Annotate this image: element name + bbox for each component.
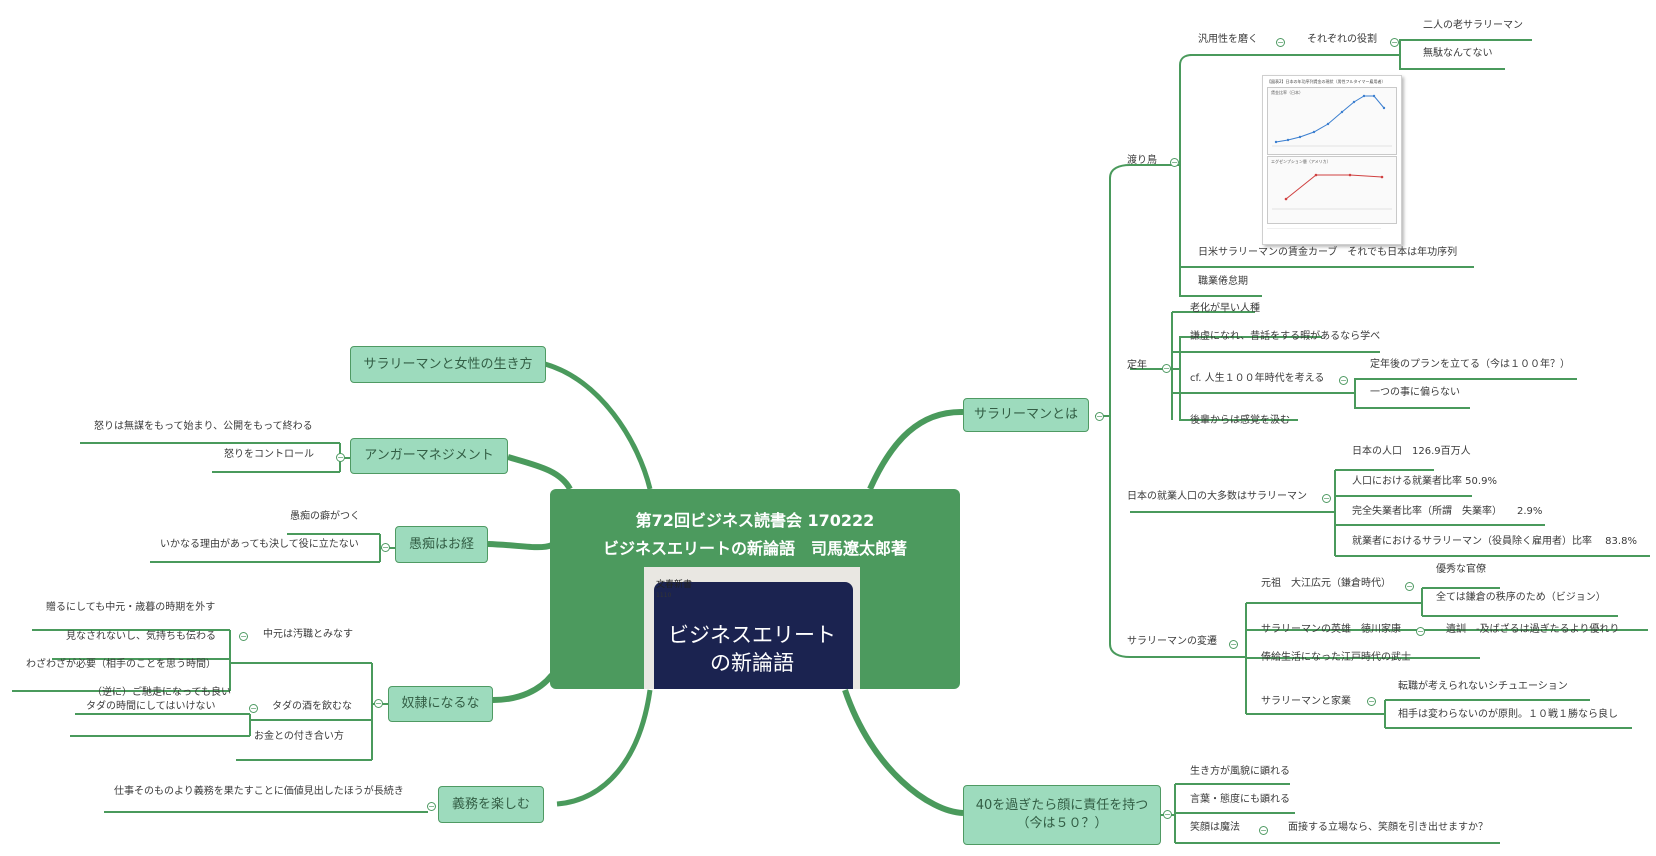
thumb-footnote: …………………………………………………………………………………………………… — [1267, 226, 1381, 230]
collapse-icon[interactable]: − — [1095, 412, 1104, 421]
collapse-icon[interactable]: − — [1259, 826, 1268, 835]
jinko-item-1[interactable]: 日本の人口 126.9百万人 — [1352, 446, 1471, 457]
waza-label[interactable]: わざわざが必要（相手のことを思う時間） — [26, 659, 216, 670]
chugen-label[interactable]: 中元は汚職とみなす — [263, 629, 353, 640]
topic-salaryman-label: サラリーマンとは — [973, 407, 1078, 422]
okuru-label[interactable]: 贈るにしても中元・歳暮の時期を外す — [46, 602, 216, 613]
topic-kao[interactable]: 40を過ぎたら顔に責任を持つ （今は５０？） — [963, 785, 1161, 845]
ikikata-label[interactable]: 生き方が風貌に顕れる — [1190, 766, 1290, 777]
horoku-label[interactable]: 俸給生活になった江戸時代の武士 — [1261, 652, 1411, 663]
collapse-icon[interactable]: − — [1390, 38, 1399, 47]
cover-title-1: ビジネスエリート — [668, 623, 836, 647]
collapse-icon[interactable]: − — [239, 632, 248, 641]
collapse-icon[interactable]: − — [381, 543, 390, 552]
teinen-label[interactable]: 定年 — [1127, 360, 1147, 371]
cover-title-2: の新論語 — [710, 651, 794, 675]
book-cover-card — [654, 582, 853, 689]
collapse-icon[interactable]: − — [1322, 494, 1331, 503]
gengo-label[interactable]: 言葉・態度にも顕れる — [1190, 794, 1290, 805]
topic-kao-line2: （今は５０？） — [1016, 816, 1108, 831]
tada-label[interactable]: タダの酒を飲むな — [272, 701, 352, 712]
thumb-line-blue — [1272, 94, 1392, 147]
collapse-icon[interactable]: − — [1276, 38, 1285, 47]
egao-label[interactable]: 笑顔は魔法 — [1190, 822, 1240, 833]
ninin-label[interactable]: 二人の老サラリーマン — [1423, 20, 1523, 31]
jinko-item-2[interactable]: 人口における就業者比率 50.9% — [1352, 476, 1497, 487]
collapse-icon[interactable]: − — [249, 704, 258, 713]
chart-caption[interactable]: 日米サラリーマンの賃金カーブ それでも日本は年功序列 — [1198, 247, 1458, 258]
collapse-icon[interactable]: − — [336, 453, 345, 462]
shigoto-label[interactable]: 仕事そのものより義務を果たすことに価値見出したほうが長続き — [114, 786, 404, 797]
topic-gimu[interactable]: 義務を楽しむ — [438, 786, 544, 823]
taidan-label[interactable]: 職業倦怠期 — [1198, 276, 1248, 287]
central-title-line1: 第72回ビジネス読書会 170222 — [635, 511, 875, 530]
collapse-icon[interactable]: − — [1339, 376, 1348, 385]
topic-guchi-label: 愚痴はお経 — [408, 536, 474, 552]
topic-salaryman[interactable]: サラリーマンとは — [963, 398, 1089, 432]
kaisha-label[interactable]: サラリーマンと家業 — [1261, 696, 1351, 707]
kenkyo-label[interactable]: 謙虚になれ、昔話をする暇があるなら学べ — [1190, 331, 1381, 342]
jinko-item-4[interactable]: 就業者におけるサラリーマン（役員除く雇用者）比率 83.8% — [1352, 536, 1637, 547]
yakuwari-label[interactable]: それぞれの役割 — [1307, 34, 1377, 45]
control-label[interactable]: 怒りをコントロール — [224, 449, 314, 460]
thumb-line-red — [1272, 173, 1392, 210]
minasare-label[interactable]: 見なされないし、気持ちも伝わる — [66, 631, 216, 642]
thumb-header: 【図表2】日本の年功序列賃金の現状（男性フルタイマー雇用者） — [1267, 79, 1386, 84]
topic-dorei-label: 奴隷になるな — [401, 696, 480, 711]
topic-anger-label: アンガーマネジメント — [364, 448, 494, 463]
hensen-label[interactable]: サラリーマンの変遷 — [1127, 636, 1217, 647]
mensetsu-label[interactable]: 面接する立場なら、笑顔を引き出せますか？ — [1288, 822, 1488, 833]
thumb-panel2-title: エグゼンプション層（アメリカ） — [1271, 159, 1331, 164]
topic-dorei[interactable]: 奴隷になるな — [388, 686, 493, 722]
cover-publisher: 文春新書 — [656, 580, 693, 590]
collapse-icon[interactable]: − — [1405, 582, 1414, 591]
collapse-icon[interactable]: − — [1163, 810, 1172, 819]
thumb-panel-japan: 賃金比率（日本） — [1267, 87, 1397, 155]
riyuu-label[interactable]: いかなる理由があっても決して役に立たない — [160, 539, 359, 550]
gyaku-label[interactable]: （逆に）ご馳走になっても良い — [92, 687, 231, 698]
aite-label[interactable]: 相手は変わらないのが原則。１０戦１勝なら良し — [1398, 709, 1618, 720]
jinko-label[interactable]: 日本の就業人口の大多数はサラリーマン — [1127, 491, 1307, 502]
cover-number: 1110 — [656, 592, 672, 599]
collapse-icon[interactable]: − — [374, 699, 383, 708]
tadajikan-label[interactable]: タダの時間にしてはいけない — [86, 701, 216, 712]
collapse-icon[interactable]: − — [1170, 158, 1179, 167]
collapse-icon[interactable]: − — [1162, 364, 1171, 373]
collapse-icon[interactable]: − — [427, 802, 436, 811]
okane-label[interactable]: お金との付き合い方 — [254, 731, 344, 742]
ganso-label[interactable]: 元祖 大江広元（鎌倉時代） — [1261, 578, 1391, 589]
hitotsu-label[interactable]: 一つの事に偏らない — [1370, 387, 1460, 398]
ikari-label[interactable]: 怒りは無謀をもって始まり、公開をもって終わる — [94, 421, 313, 432]
hanyou-label[interactable]: 汎用性を磨く — [1198, 34, 1258, 45]
tenshoku-label[interactable]: 転職が考えられないシチュエーション — [1398, 681, 1568, 692]
topic-josei-label: サラリーマンと女性の生き方 — [363, 356, 533, 372]
mudanashi-label[interactable]: 無駄なんてない — [1423, 48, 1493, 59]
cf-label[interactable]: cf. 人生１００年時代を考える — [1190, 373, 1325, 384]
topic-kao-line1: 40を過ぎたら顔に責任を持つ — [975, 798, 1149, 813]
rouka-label[interactable]: 老化が早い人種 — [1190, 303, 1260, 314]
topic-guchi[interactable]: 愚痴はお経 — [395, 526, 488, 563]
topic-anger[interactable]: アンガーマネジメント — [350, 438, 508, 474]
plan-label[interactable]: 定年後のプランを立てる（今は１００年？） — [1370, 359, 1570, 370]
central-topic[interactable]: 第72回ビジネス読書会 170222 ビジネスエリートの新論語 司馬遼太郎著 文… — [550, 489, 960, 689]
yushu-label[interactable]: 優秀な官僚 — [1436, 564, 1486, 575]
kuse-label[interactable]: 愚痴の癖がつく — [290, 511, 360, 522]
kohai-label[interactable]: 後輩からは感覚を汲む — [1190, 415, 1290, 426]
collapse-icon[interactable]: − — [1367, 697, 1376, 706]
thumb-panel1-title: 賃金比率（日本） — [1271, 90, 1303, 95]
collapse-icon[interactable]: − — [1229, 640, 1238, 649]
ikun-label[interactable]: 遺訓 -及ばざるは過ぎたるより優れり — [1446, 624, 1620, 635]
book-cover-image: 文春新書 1110 ビジネスエリート の新論語 — [644, 567, 860, 689]
topic-josei[interactable]: サラリーマンと女性の生き方 — [350, 346, 546, 383]
topic-gimu-label: 義務を楽しむ — [451, 796, 530, 812]
central-title-line2: ビジネスエリートの新論語 司馬遼太郎著 — [602, 539, 907, 558]
jinko-item-3[interactable]: 完全失業者比率（所謂 失業率） 2.9% — [1352, 506, 1543, 517]
collapse-icon[interactable]: − — [1416, 627, 1425, 636]
eiyu-label[interactable]: サラリーマンの英雄 徳川家康 — [1261, 624, 1401, 635]
thumb-panel-usa: エグゼンプション層（アメリカ） — [1267, 156, 1397, 224]
kamakura-label[interactable]: 全ては鎌倉の秩序のため（ビジョン） — [1436, 592, 1606, 603]
wage-curve-chart-image[interactable]: 【図表2】日本の年功序列賃金の現状（男性フルタイマー雇用者） 賃金比率（日本） … — [1262, 75, 1402, 245]
watari-label[interactable]: 渡り鳥 — [1127, 155, 1157, 166]
